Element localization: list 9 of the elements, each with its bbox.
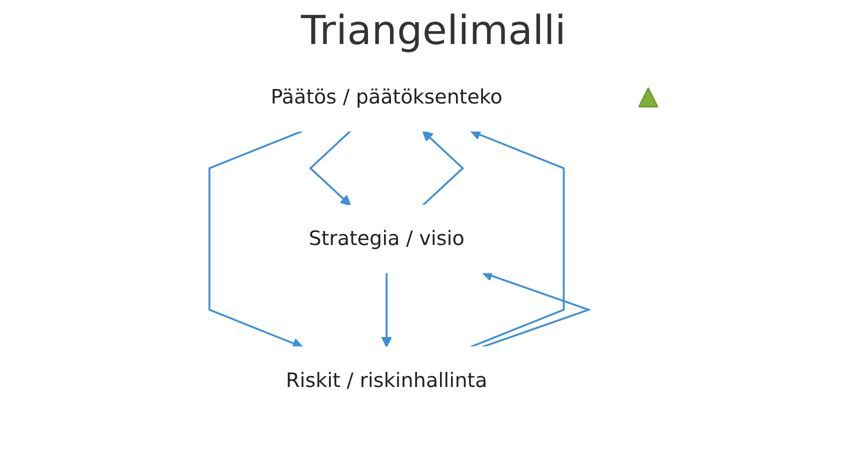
arrow — [422, 130, 464, 206]
node-text: Päätös / päätöksenteko — [270, 85, 502, 109]
arrow — [381, 272, 392, 348]
arrow — [470, 130, 565, 348]
diagram-title: Triangelimalli — [300, 8, 568, 54]
arrow — [208, 130, 304, 348]
node-text: Riskit / riskinhallinta — [286, 368, 488, 392]
arrow — [309, 130, 352, 206]
node-text: Strategia / visio — [308, 226, 464, 250]
